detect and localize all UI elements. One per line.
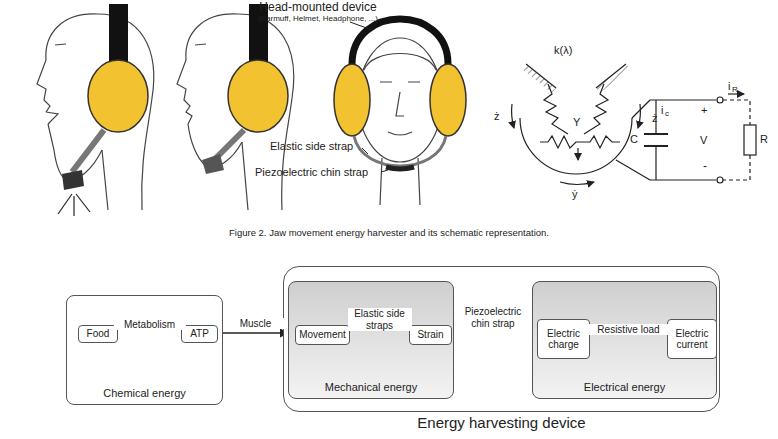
headband [352,19,448,64]
group-heading: Chemical energy [67,387,222,399]
energy-group: Mechanical energy Movement Strain [288,281,454,399]
terminal-sign: + [701,104,707,116]
elastic-strap [72,130,104,172]
mechanical-schematic [512,64,650,184]
process-box: Movement [295,325,350,345]
group-heading: Electrical energy [533,381,716,393]
energy-group: Chemical energy Food ATP [66,295,223,405]
box-text: ATP [190,328,209,340]
current-label: i [661,104,663,116]
device-examples: (Earmuff, Helmet, Headphone, ...) [258,15,378,24]
edge-label: Metabolism [114,319,186,331]
process-box: Strain [409,325,452,345]
head-profile-closed [177,14,294,210]
device-label: Head-mounted device [259,1,376,14]
process-box: Electric current [667,319,717,359]
terminal-sign: - [703,160,707,173]
elastic-strap [354,136,446,166]
voltage-label: V [700,134,707,146]
current-subscript: c [665,110,669,119]
device-box: Energy harvesting deviceMechanical energ… [283,266,720,412]
current-subscript: R [732,86,738,95]
group-heading: Mechanical energy [289,381,453,393]
box-text: Food [87,328,110,340]
earmuff [228,60,288,132]
velocity-label: ż [652,112,658,124]
headband [109,4,128,64]
head-profile-open [37,14,154,210]
edge-label: Muscle [225,318,287,330]
process-box: ATP [181,325,218,343]
earmuff [430,64,466,136]
flow-arrow [223,332,288,334]
figure-caption: Figure 2. Jaw movement energy harvester … [229,228,549,238]
piezo-strap [386,167,414,169]
resistor-label: R [760,133,768,145]
energy-group: Electrical energy Electric charge Electric… [532,281,717,399]
earmuff [88,60,148,132]
edge-label: Elastic side straps [348,308,412,331]
capacitor-label: C [630,133,638,145]
edge-label: Piezoelectric chin strap [456,306,530,329]
leader-lines [350,22,388,172]
piezo-strap [62,170,84,190]
earmuff [334,64,370,136]
current-label: i [728,80,730,92]
velocity-label: ż [494,110,500,122]
velocity-label: ẏ [572,188,578,200]
edge-label: Resistive load [588,324,670,336]
motion-lines [58,194,90,216]
part-label: Elastic side strap [270,140,353,152]
box-text: Movement [299,329,346,341]
group-heading: Energy harvesting device [284,414,719,431]
box-text: Electric charge [538,328,589,351]
process-box: Electric charge [537,319,590,359]
process-box: Food [78,325,118,343]
head-front [358,38,442,205]
box-text: Strain [417,329,443,341]
stiffness-label: k(λ) [554,44,572,56]
box-text: Electric current [668,328,716,351]
circuit [644,94,756,183]
mass-label: Y [573,116,580,128]
piezo-strap [202,154,224,174]
part-label: Piezoelectric chin strap [255,166,368,178]
